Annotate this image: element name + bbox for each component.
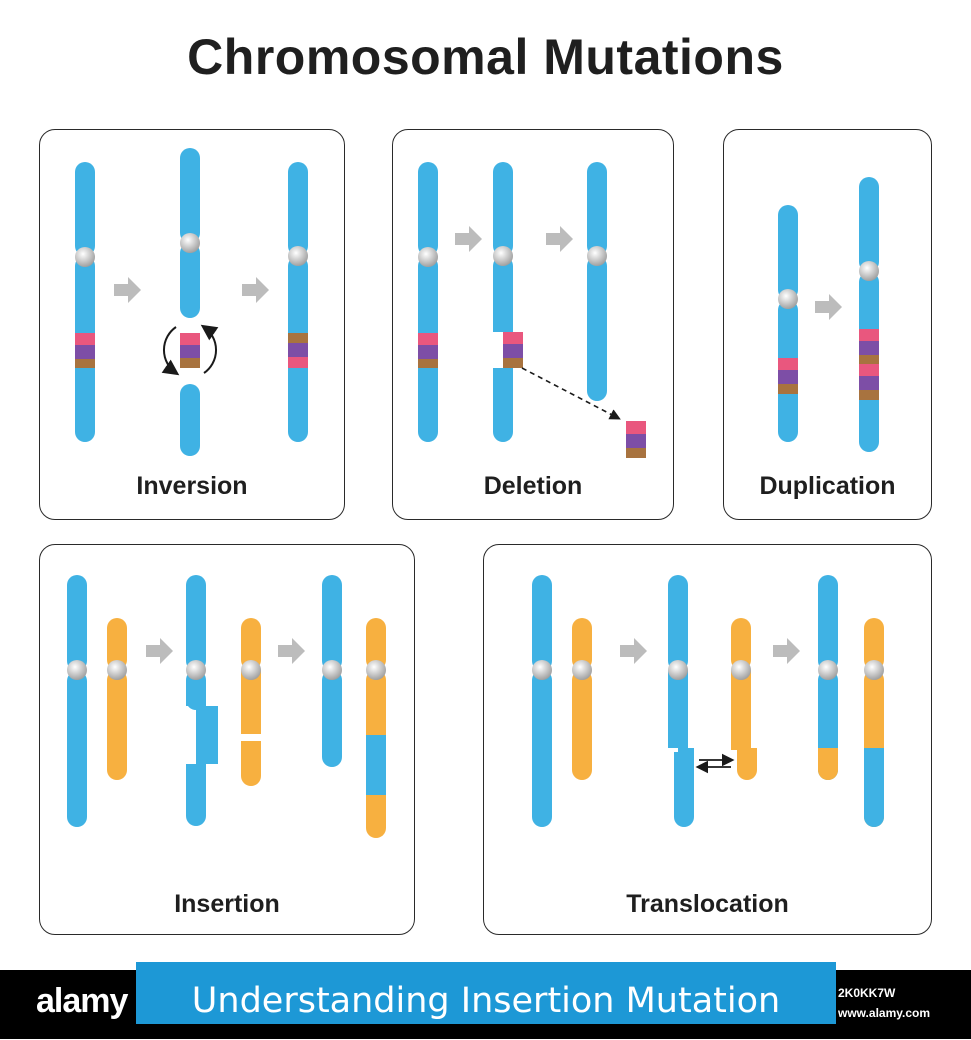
process-arrow-icon xyxy=(278,638,305,664)
alamy-logo: alamy xyxy=(36,982,128,1020)
translocation-chromosome-orange-1 xyxy=(572,618,592,780)
process-arrow-icon xyxy=(815,294,842,320)
deletion-chromosome-2 xyxy=(493,162,523,442)
deletion-chromosome-3 xyxy=(587,162,607,401)
swap-arrow-icon xyxy=(695,753,735,774)
duplication-label: Duplication xyxy=(759,472,896,500)
process-arrow-icon xyxy=(146,638,173,664)
process-arrow-icon xyxy=(546,226,573,252)
duplication-panel: Duplication xyxy=(723,129,932,520)
duplication-chromosome-1 xyxy=(778,205,798,442)
insertion-chromosome-orange-1 xyxy=(107,618,127,780)
insertion-chromosome-orange-2 xyxy=(241,618,261,786)
process-arrow-icon xyxy=(773,638,800,664)
rotation-arrow-icon xyxy=(161,324,219,376)
process-arrow-icon xyxy=(242,277,269,303)
insertion-panel: Insertion xyxy=(39,544,415,935)
translocation-chromosome-orange-3 xyxy=(864,618,884,827)
duplication-chromosome-2 xyxy=(859,177,879,452)
translocation-label: Translocation xyxy=(626,890,789,918)
deletion-label: Deletion xyxy=(483,472,583,500)
inversion-label: Inversion xyxy=(136,472,248,500)
deleted-segment xyxy=(626,421,646,458)
deletion-chromosome-1 xyxy=(418,162,438,442)
dashed-arrow-icon xyxy=(521,367,621,420)
site-url-text: www.alamy.com xyxy=(838,1006,931,1020)
inversion-chromosome-1 xyxy=(75,162,95,442)
process-arrow-icon xyxy=(455,226,482,252)
page-title: Chromosomal Mutations xyxy=(187,29,784,85)
insertion-chromosome-blue-2 xyxy=(186,575,218,826)
insertion-chromosome-orange-3 xyxy=(366,618,386,838)
translocation-chromosome-blue-1 xyxy=(532,575,552,827)
caption-text: Understanding Insertion Mutation xyxy=(191,981,781,1021)
translocation-chromosome-blue-3 xyxy=(818,575,838,780)
inversion-chromosome-3 xyxy=(288,162,308,442)
inversion-chromosome-2 xyxy=(180,148,200,456)
process-arrow-icon xyxy=(620,638,647,664)
translocation-chromosome-blue-2 xyxy=(668,575,694,827)
translocation-chromosome-orange-2 xyxy=(731,618,757,780)
insertion-chromosome-blue-3 xyxy=(322,575,342,767)
insertion-chromosome-blue-1 xyxy=(67,575,87,827)
caption-banner: Understanding Insertion Mutation xyxy=(136,962,836,1024)
process-arrow-icon xyxy=(114,277,141,303)
image-id-text: 2K0KK7W xyxy=(838,986,896,1000)
insertion-label: Insertion xyxy=(174,890,280,918)
translocation-panel: Translocation xyxy=(483,544,932,935)
